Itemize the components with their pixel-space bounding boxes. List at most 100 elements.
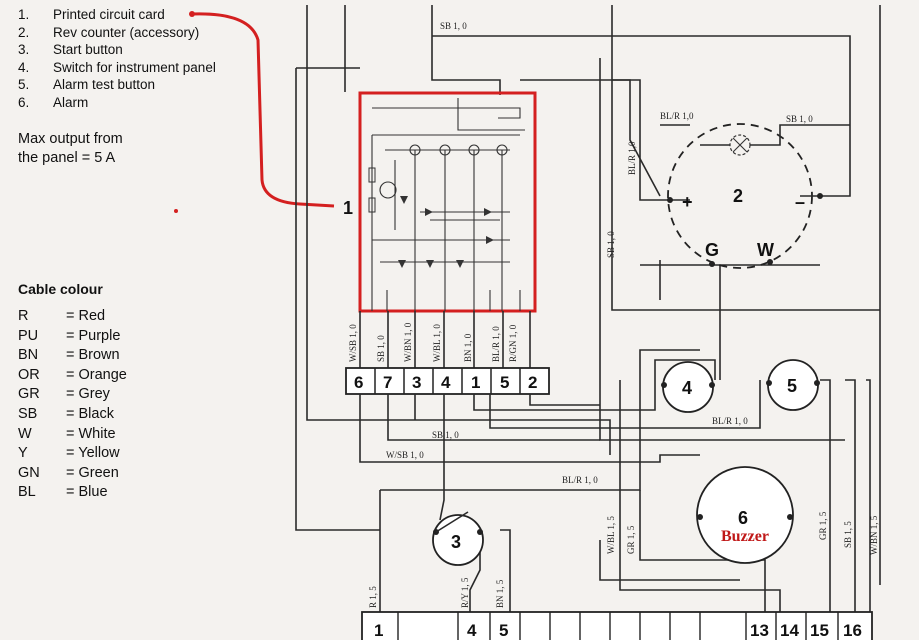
terminal-label: 6 (354, 373, 363, 392)
wire-label: W/BN 1, 5 (869, 515, 879, 555)
alarm-test-button: 5 (766, 359, 820, 411)
printed-circuit-card (358, 91, 537, 313)
diode-icon (486, 236, 494, 244)
wire-label: BL/R 1, 0 (491, 326, 501, 362)
wire-labels: SB 1, 0 BL/R 1,0 SB 1, 0 BL/R 1,0 SB 1, … (348, 21, 879, 608)
wire-label: SB 1, 0 (432, 430, 459, 440)
max-output-line1: Max output from (18, 131, 123, 147)
wire-label: R 1, 5 (368, 586, 378, 608)
lower-wiring (359, 260, 871, 612)
wire-label: GR 1, 5 (818, 511, 828, 540)
lamp-icon (496, 144, 508, 156)
bottom-terminal-label: 4 (467, 621, 477, 640)
cable-meaning: = Purple (66, 327, 121, 344)
diode-icon (426, 260, 434, 268)
w-terminal-label: W (757, 240, 774, 260)
switch-label: 4 (682, 378, 692, 398)
wire-label: SB 1, 0 (606, 231, 616, 258)
legend-num: 4. (18, 59, 30, 75)
wire-label: BL/R 1,0 (627, 141, 637, 175)
bottom-terminal-label: 16 (843, 621, 862, 640)
legend-num: 1. (18, 7, 30, 22)
wire-label: SB 1, 0 (376, 335, 386, 362)
cable-item: SB= Black (18, 405, 127, 425)
terminal-strip: 6 7 3 4 1 5 2 (345, 367, 550, 395)
cable-colour-title: Cable colour (18, 281, 103, 297)
plus-mark: + (682, 192, 693, 212)
cable-code: OR (18, 366, 40, 383)
legend-item-3: 3.Start button (18, 41, 216, 59)
wire-label: W/BN 1, 0 (403, 322, 413, 362)
callout-dot (189, 11, 195, 17)
terminal-dot (667, 197, 673, 203)
cable-code: W (18, 425, 32, 442)
g-terminal-label: G (705, 240, 719, 260)
legend-label: Alarm (53, 94, 89, 110)
wire-label: R/Y 1, 5 (460, 577, 470, 608)
cable-meaning: = Red (66, 308, 106, 324)
legend-num: 2. (18, 24, 30, 40)
terminal-dot (709, 261, 715, 267)
resistor-icon (368, 167, 376, 183)
lamp-icon (468, 144, 480, 156)
wire-label: W/BL 1, 0 (432, 324, 442, 362)
switch-instrument-panel: 4 (661, 361, 715, 413)
lamp-icon (439, 144, 451, 156)
start-button-label: 3 (451, 532, 461, 552)
wire-label: W/SB 1, 0 (348, 324, 358, 362)
cable-code: GR (18, 386, 40, 403)
wire-label: BL/R 1, 0 (562, 475, 598, 485)
wire-label: W/BL 1, 5 (606, 516, 616, 554)
diode-icon (400, 196, 408, 204)
stray-dot (174, 209, 178, 213)
terminal-label: 7 (383, 373, 392, 392)
cable-meaning: = Blue (66, 484, 108, 501)
wire-label: BN 1, 0 (463, 333, 473, 362)
component-legend: 1.Printed circuit card 2.Rev counter (ac… (18, 6, 216, 112)
buzzer-caption: Buzzer (721, 528, 769, 545)
cable-item: W= White (18, 425, 127, 445)
terminal-label: 2 (528, 373, 537, 392)
wire-label: R/GN 1, 0 (508, 324, 518, 362)
cable-item: OR = Orange (18, 366, 127, 386)
legend-num: 6. (18, 94, 30, 110)
resistor-icon (368, 197, 376, 213)
cable-item: GN= Green (18, 464, 127, 484)
alarm-label: 6 (738, 508, 748, 528)
diode-icon (456, 260, 464, 268)
pcb-leads (359, 311, 531, 368)
bottom-terminal-label: 1 (374, 621, 383, 640)
cable-code: Y (18, 445, 28, 462)
legend-num: 3. (18, 42, 30, 58)
legend-item-4: 4. Switch for instrument panel (18, 59, 216, 77)
rev-counter-label: 2 (733, 186, 743, 206)
legend-item-5: 5. Alarm test button (18, 76, 216, 94)
cable-meaning: = Yellow (66, 445, 120, 462)
cable-item: BN= Brown (18, 346, 127, 366)
callout-line (191, 12, 335, 208)
legend-label: Switch for instrument panel (53, 59, 216, 75)
terminal-label: 5 (500, 373, 509, 392)
cable-meaning: = Green (66, 464, 119, 481)
cable-colour-list: R= Red PU= Purple BN= Brown OR= Orange G… (18, 307, 127, 503)
cable-item: BL= Blue (18, 483, 127, 503)
legend-label: Rev counter (accessory) (53, 24, 200, 40)
terminal-label: 4 (441, 373, 451, 392)
transistor-icon (379, 181, 397, 199)
max-output-note: Max output from the panel = 5 A (18, 130, 188, 168)
bottom-terminal-label: 5 (499, 621, 508, 640)
cable-meaning: = Orange (66, 366, 127, 383)
wire-label: GR 1, 5 (626, 525, 636, 554)
legend-num: 5. (18, 77, 30, 93)
wire-label: W/SB 1, 0 (386, 450, 424, 460)
bottom-terminal-label: 15 (810, 621, 829, 640)
legend-label: Alarm test button (53, 77, 156, 93)
bottom-terminal-label: 14 (780, 621, 799, 640)
start-button: 3 (432, 511, 484, 566)
cable-item: Y = Yellow (18, 444, 127, 464)
legend-item-6: 6. Alarm (18, 94, 216, 112)
bottom-terminal-label: 13 (750, 621, 769, 640)
max-output-line2: the panel = 5 A (18, 150, 116, 166)
cable-code: BN (18, 347, 39, 364)
wire-label: BN 1, 5 (495, 579, 505, 608)
